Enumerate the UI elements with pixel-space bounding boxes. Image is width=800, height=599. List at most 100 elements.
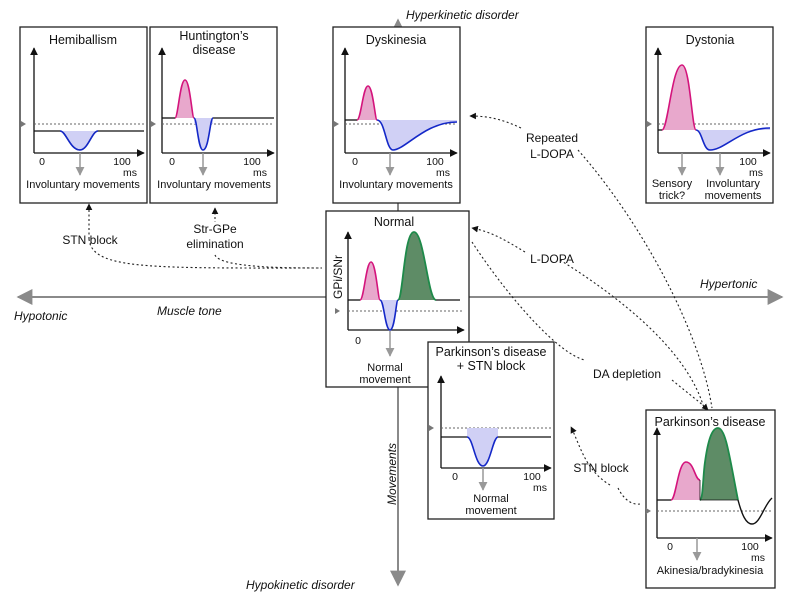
stn-block-right-arrow — [570, 426, 611, 486]
str-gpe-connector — [214, 254, 323, 269]
panel-title: Parkinson’s disease — [655, 415, 766, 429]
unit-ms: ms — [123, 167, 137, 179]
panel-title: Dyskinesia — [366, 33, 426, 47]
repeated-ldopa-line1: Repeated — [526, 131, 578, 145]
inhibition-fill — [377, 120, 457, 150]
ldopa-connector — [559, 259, 705, 409]
panel-normal: Normal GPi/SNr 0 Normal movement — [325, 210, 470, 388]
da-depletion-connector — [471, 241, 586, 361]
tick-100: 100 — [739, 156, 757, 168]
panel-title: Hemiballism — [49, 33, 117, 47]
baseline-marker — [21, 121, 26, 127]
outcome-line2: movements — [705, 190, 762, 202]
baseline-marker — [429, 425, 434, 431]
tick-100: 100 — [741, 541, 759, 553]
inhibition-line — [59, 130, 99, 151]
hypertonic-label: Hypertonic — [700, 277, 757, 291]
unit-ms: ms — [253, 167, 267, 179]
panel-parkinsons: Parkinson’s disease 0 100 ms Akinesia/br… — [645, 409, 776, 589]
tick-0: 0 — [667, 541, 673, 553]
panel-dystonia: Dystonia 100 ms Sensory trick? Involunta… — [645, 26, 774, 204]
connector-arrows — [85, 112, 713, 505]
panel-title: Dystonia — [686, 33, 735, 47]
tick-0: 0 — [352, 156, 358, 168]
outcome-line1: Involuntary movements — [339, 179, 453, 191]
movements-label: Movements — [385, 443, 399, 505]
hyperkinetic-label: Hyperkinetic disorder — [406, 8, 520, 22]
ldopa-arrow — [471, 225, 526, 253]
tick-0: 0 — [355, 335, 361, 347]
stn-block-left-label: STN block — [62, 233, 118, 247]
inhibition-line — [466, 436, 499, 467]
unit-ms: ms — [436, 167, 450, 179]
panel-hemiballism: Hemiballism 0 100 ms Involuntary movemen… — [19, 26, 148, 204]
da-depletion-label: DA depletion — [593, 367, 661, 381]
unit-ms: ms — [751, 552, 765, 564]
tick-100: 100 — [113, 156, 131, 168]
excitation-line — [356, 85, 378, 121]
repeated-ldopa-line2: L-DOPA — [530, 147, 574, 161]
outcome-line1: Involuntary movements — [26, 179, 140, 191]
excitation-line — [359, 261, 381, 301]
muscle-tone-label: Muscle tone — [157, 304, 222, 318]
panel-dyskinesia: Dyskinesia 0 100 ms Involuntary movement… — [332, 26, 461, 204]
rebound-line — [737, 497, 773, 525]
str-gpe-label-line1: Str-GPe — [193, 222, 237, 236]
panel-pd-stn-block: Parkinson’s disease + STN block 0 100 ms… — [427, 341, 555, 520]
inhibition-fill — [467, 437, 498, 466]
excitation-line — [174, 79, 195, 119]
hypokinetic-label: Hypokinetic disorder — [246, 578, 356, 592]
tick-0: 0 — [169, 156, 175, 168]
inhibition-line — [379, 299, 399, 331]
baseline-marker — [335, 308, 340, 314]
baseline-marker — [647, 121, 652, 127]
inhibition-line — [376, 119, 458, 151]
stn-block-connector — [88, 238, 323, 269]
sensory-line2: trick? — [659, 190, 685, 202]
stn-block-right-connector — [617, 487, 641, 505]
y-axis-label: GPi/SNr — [331, 255, 345, 299]
str-gpe-label-line2: elimination — [186, 237, 243, 251]
unit-ms: ms — [749, 167, 763, 179]
excitation-line — [670, 461, 701, 501]
excitation-fill — [175, 80, 194, 118]
tick-100: 100 — [243, 156, 261, 168]
outcome-line2: movement — [359, 374, 410, 386]
tick-100: 100 — [523, 471, 541, 483]
excitation-fill — [671, 462, 700, 500]
inhibition-fill — [194, 118, 213, 150]
unit-ms: ms — [533, 482, 547, 494]
sensory-line1: Sensory — [652, 178, 693, 190]
late-excitation-line — [699, 427, 739, 501]
repeated-ldopa-connector — [577, 149, 713, 409]
excitation-line — [661, 64, 697, 131]
outcome-line1: Akinesia/bradykinesia — [657, 565, 764, 577]
panel-title-line2: + STN block — [457, 359, 526, 373]
panel-title: Normal — [374, 215, 414, 229]
late-excitation-line — [397, 231, 437, 301]
outcome-line1: Normal — [473, 493, 508, 505]
inhibition-line — [193, 117, 214, 151]
baseline-marker — [646, 508, 651, 514]
repeated-ldopa-arrow — [469, 112, 522, 129]
baseline-marker — [334, 121, 339, 127]
late-excitation-fill — [700, 428, 738, 500]
outcome-line1: Normal — [367, 362, 402, 374]
stn-block-right-label: STN block — [573, 461, 629, 475]
hypotonic-label: Hypotonic — [14, 309, 67, 323]
panel-huntington: Huntington’s disease 0 100 ms Involuntar… — [149, 26, 278, 204]
outcome-line2: movement — [465, 505, 516, 517]
tick-100: 100 — [426, 156, 444, 168]
inhibition-fill — [60, 131, 98, 150]
outcome-line1: Involuntary movements — [157, 179, 271, 191]
baseline-marker — [151, 121, 156, 127]
panel-title-line2: disease — [192, 43, 235, 57]
tick-0: 0 — [39, 156, 45, 168]
da-depletion-arrow — [671, 379, 709, 411]
panel-title-line1: Parkinson’s disease — [436, 345, 547, 359]
inhibition-line — [695, 127, 771, 151]
inhibition-fill-upper — [467, 428, 498, 437]
panel-title-line1: Huntington’s — [179, 29, 248, 43]
ldopa-label: L-DOPA — [530, 252, 574, 266]
